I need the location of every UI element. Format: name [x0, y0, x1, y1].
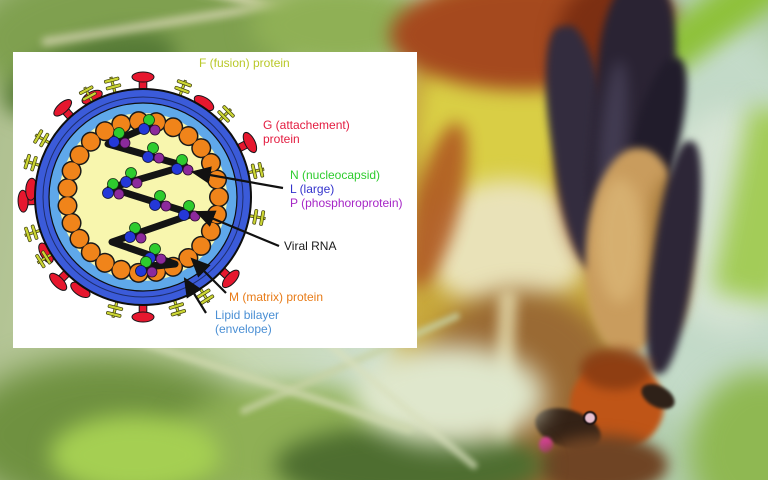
label-g-line2: protein [263, 132, 300, 146]
trunk-below-bat [538, 435, 668, 480]
bat-head-shade [580, 348, 652, 390]
label-m-protein: M (matrix) protein [229, 290, 324, 304]
arrow-nlp [190, 166, 284, 190]
label-viral-rna: Viral RNA [284, 239, 337, 253]
label-p-phosphoprotein: P (phosphoroprotein) [290, 196, 403, 210]
bat-eye [583, 411, 597, 425]
bat-belly-highlight [596, 178, 644, 303]
arrow-viral-rna [194, 210, 280, 248]
label-lipid-bilayer: Lipid bilayer (envelope) [215, 308, 279, 336]
label-nlp-block: N (nucleocapsid) L (large) P (phosphorop… [290, 168, 403, 210]
label-f-protein: F (fusion) protein [199, 56, 290, 70]
arrow-lipid-bilayer [183, 277, 207, 314]
label-g-protein: G (attachement) protein [263, 118, 350, 146]
label-g-line1: G (attachement) [263, 118, 350, 132]
foliage-bright-green [50, 415, 220, 480]
label-n-nucleocapsid: N (nucleocapsid) [290, 168, 381, 182]
virus-diagram [17, 71, 284, 323]
label-lipid-line1: Lipid bilayer [215, 308, 280, 322]
nucleocapsid-beads [102, 114, 201, 278]
arrow-matrix [190, 257, 227, 294]
label-l-large: L (large) [290, 182, 335, 196]
annotation-arrows [183, 166, 284, 314]
label-lipid-line2: (envelope) [215, 322, 272, 336]
virus-diagram-panel: F (fusion) protein G (attachement) prote… [13, 52, 417, 348]
